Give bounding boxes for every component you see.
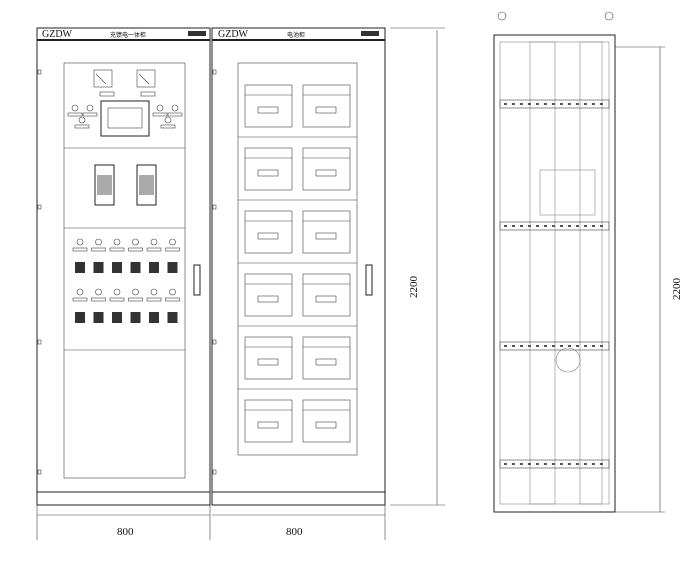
- circuit-breaker[interactable]: [149, 262, 159, 273]
- cabinet-left-frame: [36, 27, 211, 506]
- indicator-lamp: [86, 104, 94, 112]
- circuit-breaker[interactable]: [75, 262, 85, 273]
- label-plate: [74, 124, 90, 129]
- circuit-breaker[interactable]: [112, 262, 122, 273]
- circuit-breaker[interactable]: [93, 312, 104, 323]
- indicator-lamp: [164, 116, 172, 124]
- battery-block: [302, 273, 351, 317]
- ammeter-icon: [93, 69, 113, 88]
- battery-window: [237, 62, 358, 456]
- label-plate: [146, 297, 162, 302]
- cabinet-right-title: 电池柜: [287, 31, 305, 39]
- circuit-breaker[interactable]: [167, 312, 178, 323]
- dimension-width-right: 800: [212, 505, 386, 540]
- battery-block: [244, 147, 293, 191]
- hinge: [37, 69, 42, 475]
- indicator-lamp: [150, 238, 158, 246]
- charger-module: [94, 164, 115, 206]
- battery-block: [302, 147, 351, 191]
- circuit-breaker[interactable]: [75, 312, 85, 323]
- battery-block: [244, 273, 293, 317]
- battery-block: [244, 210, 293, 254]
- indicator-lamp: [71, 104, 79, 112]
- touch-screen: [100, 100, 150, 137]
- circuit-breaker[interactable]: [130, 312, 141, 323]
- label-plate: [165, 297, 180, 302]
- label-plate: [67, 112, 83, 117]
- indicator-lamp: [113, 238, 121, 246]
- circuit-breaker[interactable]: [93, 262, 104, 273]
- label-plate: [128, 297, 143, 302]
- battery-block: [302, 210, 351, 254]
- label-plate: [165, 247, 180, 252]
- indicator-lamp: [95, 288, 102, 296]
- indicator-lamp: [156, 104, 164, 112]
- battery-block: [302, 84, 351, 128]
- cabinet-left: GZDW 充馈电一体柜: [36, 27, 211, 506]
- battery-block: [302, 336, 351, 380]
- hinge: [212, 69, 217, 475]
- label-plate: [128, 247, 143, 252]
- label-plate: [72, 297, 88, 302]
- door-handle[interactable]: [365, 264, 373, 296]
- mounting-rail: [499, 341, 610, 351]
- label-plate: [91, 247, 106, 252]
- side-view: 2200: [493, 11, 683, 513]
- indicator-lamp: [132, 238, 139, 246]
- label-plate: [72, 247, 88, 252]
- battery-block: [244, 336, 293, 380]
- indicator-lamp: [76, 238, 84, 246]
- cabinet-right-frame: [211, 27, 386, 506]
- height-side-label: 2200: [671, 278, 683, 301]
- label-plate: [152, 112, 168, 117]
- logo-icon: [361, 31, 379, 36]
- indicator-lamp: [132, 288, 139, 296]
- cabinet-left-title: 充馈电一体柜: [110, 31, 146, 39]
- width-right-label: 800: [286, 526, 303, 538]
- lifting-eye: [604, 11, 614, 21]
- circuit-breaker[interactable]: [112, 312, 122, 323]
- circuit-breaker[interactable]: [130, 262, 141, 273]
- battery-block: [302, 399, 351, 443]
- mounting-rail: [499, 221, 610, 231]
- indicator-lamp: [169, 288, 176, 296]
- battery-block: [244, 399, 293, 443]
- indicator-lamp: [169, 238, 176, 246]
- battery-block: [244, 84, 293, 128]
- cabinet-left-brand: GZDW: [42, 29, 73, 40]
- label-plate: [91, 297, 106, 302]
- indicator-lamp: [113, 288, 121, 296]
- instrument-panel: [63, 62, 186, 479]
- voltmeter-icon: [136, 69, 156, 88]
- cabinet-right-brand: GZDW: [218, 29, 249, 40]
- dimension-width-left: 800: [36, 505, 211, 540]
- indicator-lamp: [78, 116, 86, 124]
- indicator-lamp: [150, 288, 158, 296]
- label-plate: [146, 247, 162, 252]
- label-plate: [109, 297, 125, 302]
- lifting-eye: [497, 11, 507, 21]
- mounting-rail: [499, 99, 610, 109]
- circuit-breaker[interactable]: [149, 312, 159, 323]
- charger-module: [136, 164, 157, 206]
- indicator-lamp: [76, 288, 84, 296]
- indicator-lamp: [95, 238, 102, 246]
- label-plate: [109, 247, 125, 252]
- mounting-rail: [499, 459, 610, 469]
- label-plate: [160, 124, 176, 129]
- label-plate: [82, 112, 98, 117]
- circuit-breaker[interactable]: [167, 262, 178, 273]
- height-front-label: 2200: [408, 276, 420, 299]
- indicator-lamp: [171, 104, 179, 112]
- door-handle[interactable]: [193, 264, 201, 296]
- dimension-height-front: 2200: [390, 27, 445, 506]
- label-plate: [167, 112, 183, 117]
- side-frame: [493, 34, 616, 513]
- cabinet-right: GZDW 电池柜: [211, 27, 386, 506]
- width-left-label: 800: [117, 526, 134, 538]
- logo-icon: [188, 31, 206, 36]
